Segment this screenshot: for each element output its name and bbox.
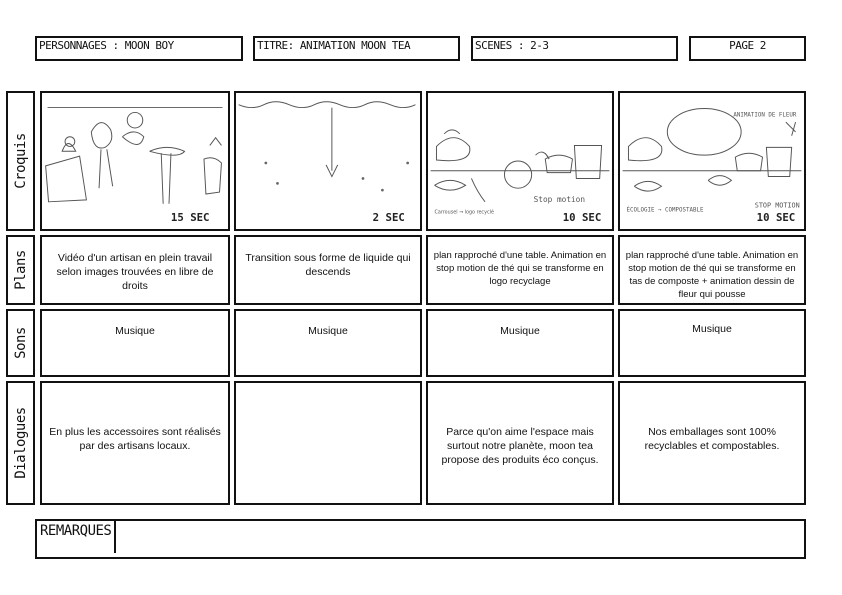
sketch-3-note: Stop motion (534, 195, 585, 204)
dialogue-3-text: Parce qu'on aime l'espace mais surtout n… (441, 426, 599, 466)
dialogues-label: Dialogues (12, 407, 29, 479)
son-4-text: Musique (692, 323, 732, 335)
artisan-sketch: 15 SEC (45, 107, 223, 224)
son-2-text: Musique (308, 325, 348, 337)
header-titre: TITRE: ANIMATION MOON TEA (253, 36, 460, 61)
croquis-label: Croquis (12, 133, 29, 189)
scenes-text: SCENES : 2-3 (475, 39, 549, 52)
header-personnages: PERSONNAGES : MOON BOY (35, 36, 243, 61)
remarques-label: REMARQUES (37, 521, 117, 553)
dialogue-4-text: Nos emballages sont 100% recyclables et … (644, 426, 780, 452)
sketch-4-annotation: ANIMATION DE FLEUR (733, 112, 796, 118)
plan-3-text: plan rapproché d'une table. Animation en… (433, 250, 607, 287)
son-cell-4: Musique (618, 309, 806, 377)
personnages-text: PERSONNAGES : MOON BOY (39, 39, 174, 52)
sketch-4-caption: ÉCOLOGIE → COMPOSTABLE (627, 206, 704, 214)
dialogue-cell-1: En plus les accessoires sont réalisés pa… (40, 381, 230, 505)
plan-2-text: Transition sous forme de liquide qui des… (245, 252, 411, 278)
header-page: PAGE 2 (689, 36, 806, 61)
titre-text: TITRE: ANIMATION MOON TEA (257, 39, 411, 52)
row-label-plans: Plans (6, 235, 35, 305)
dialogue-cell-3: Parce qu'on aime l'espace mais surtout n… (426, 381, 614, 505)
son-cell-3: Musique (426, 309, 614, 377)
plan-cell-1: Vidéo d'un artisan en plein travail selo… (40, 235, 230, 305)
dialogue-1-text: En plus les accessoires sont réalisés pa… (49, 426, 221, 452)
sketch-3-duration: 10 SEC (563, 211, 602, 224)
tea-table-sketch: Carrousel → logo recyclé Stop motion 10 … (430, 129, 610, 224)
plan-cell-3: plan rapproché d'une table. Animation en… (426, 235, 614, 305)
sketch-3-caption: Carrousel → logo recyclé (435, 208, 494, 215)
sketch-1: 15 SEC (40, 91, 230, 231)
plan-1-text: Vidéo d'un artisan en plein travail selo… (56, 252, 214, 292)
sketch-4-note: STOP MOTION (755, 202, 800, 210)
sketch-2-duration: 2 SEC (373, 211, 405, 224)
plan-4-text: plan rapproché d'une table. Animation en… (625, 250, 799, 300)
page-text: PAGE 2 (729, 39, 766, 52)
plans-label: Plans (12, 250, 29, 290)
row-label-croquis: Croquis (6, 91, 35, 231)
compost-sketch: ANIMATION DE FLEUR ÉCOLOGIE → COMPOSTABL… (622, 108, 802, 224)
row-label-sons: Sons (6, 309, 35, 377)
plan-cell-2: Transition sous forme de liquide qui des… (234, 235, 422, 305)
sketch-4-duration: 10 SEC (757, 211, 796, 224)
son-cell-2: Musique (234, 309, 422, 377)
sketch-4: ANIMATION DE FLEUR ÉCOLOGIE → COMPOSTABL… (618, 91, 806, 231)
header-scenes: SCENES : 2-3 (471, 36, 678, 61)
dialogue-cell-4: Nos emballages sont 100% recyclables et … (618, 381, 806, 505)
son-3-text: Musique (500, 325, 540, 337)
remarques-box[interactable]: REMARQUES (35, 519, 806, 559)
plan-cell-4: plan rapproché d'une table. Animation en… (618, 235, 806, 305)
son-1-text: Musique (115, 325, 155, 337)
son-cell-1: Musique (40, 309, 230, 377)
dialogue-cell-2 (234, 381, 422, 505)
sons-label: Sons (12, 327, 29, 359)
sketch-1-duration: 15 SEC (171, 211, 210, 224)
liquid-sketch: 2 SEC (238, 101, 416, 224)
row-label-dialogues: Dialogues (6, 381, 35, 505)
sketch-2: 2 SEC (234, 91, 422, 231)
sketch-3: Carrousel → logo recyclé Stop motion 10 … (426, 91, 614, 231)
